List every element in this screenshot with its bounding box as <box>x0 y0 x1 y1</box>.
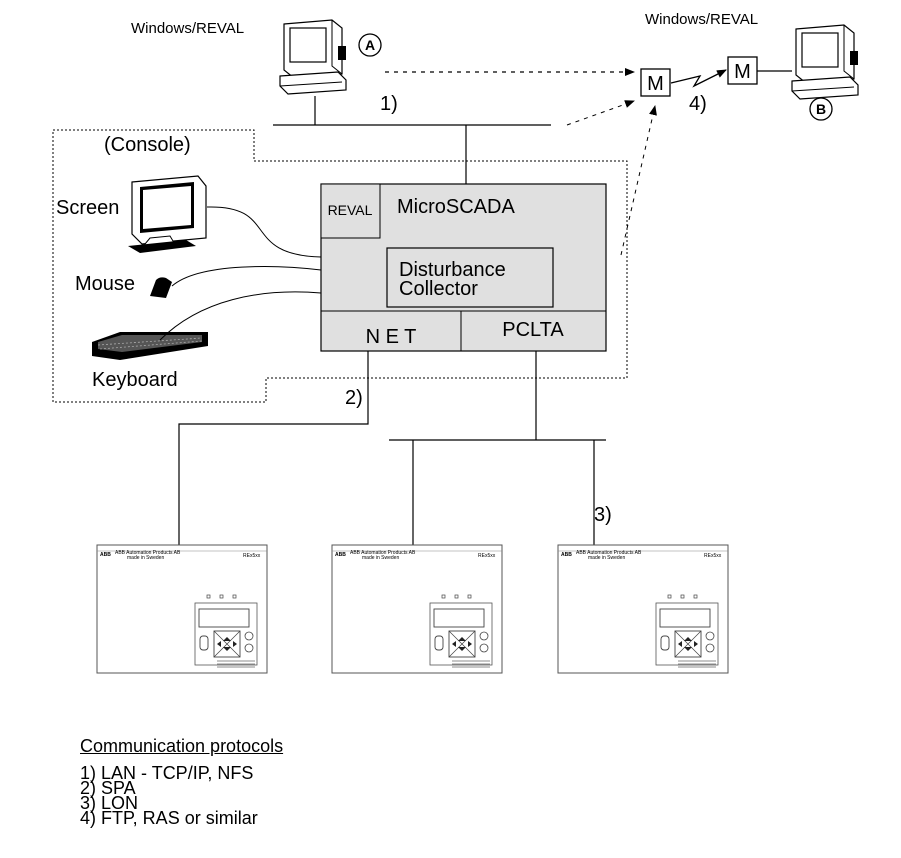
marker-a-label: A <box>365 37 375 53</box>
protection-terminal-3: ABB ABB Automation Products AB made in S… <box>557 544 729 674</box>
terminal-1-model: REx5xx <box>243 553 261 559</box>
terminal-2-model: REx5xx <box>478 553 496 559</box>
terminal-3-origin: made in Sweden <box>588 555 625 561</box>
protocol-item-4: 4) FTP, RAS or similar <box>80 808 258 828</box>
mouse-icon <box>150 277 172 298</box>
console-area: (Console) <box>52 129 628 403</box>
protocol-item-1: 1) LAN - TCP/IP, NFS <box>80 763 254 783</box>
lan-network: 1) <box>273 93 551 184</box>
keyboard-icon <box>92 332 208 360</box>
protocols-title: Communication protocols <box>80 736 284 756</box>
disturbance-collector-box <box>386 247 554 308</box>
modem-local-label: M <box>647 73 664 95</box>
remote-links <box>385 68 657 256</box>
workstation-a-label: Windows/REVAL <box>131 20 244 37</box>
terminal-2-vendor: ABB Automation Products AB <box>350 550 416 556</box>
mouse-device: Mouse <box>75 273 172 298</box>
workstation-b: Windows/REVAL B <box>645 11 859 121</box>
phone-link <box>670 69 727 88</box>
terminal-3-model: REx5xx <box>704 553 722 559</box>
workstation-a-computer-icon <box>279 19 347 95</box>
reval-module-label: REVAL <box>328 202 373 218</box>
protection-terminal-2: ABB ABB Automation Products AB made in S… <box>331 544 503 674</box>
protection-terminal-1: ABB ABB Automation Products AB made in S… <box>96 544 268 674</box>
link-label-3: 3) <box>594 504 612 526</box>
workstation-b-computer-icon <box>791 24 859 100</box>
terminal-2-brand: ABB <box>335 552 346 558</box>
microscada-title: MicroSCADA <box>397 196 515 218</box>
terminal-2-origin: made in Sweden <box>362 555 399 561</box>
marker-b-label: B <box>816 101 826 117</box>
console-label: (Console) <box>104 134 191 156</box>
mouse-label: Mouse <box>75 273 135 295</box>
screen-device: Screen <box>56 175 207 253</box>
workstation-b-label: Windows/REVAL <box>645 11 758 28</box>
link-label-1: 1) <box>380 93 398 115</box>
protocol-item-2: 2) SPA <box>80 778 136 798</box>
terminal-1-vendor: ABB Automation Products AB <box>115 550 181 556</box>
workstation-a: Windows/REVAL A <box>131 19 382 95</box>
marker-b-circle <box>809 97 833 121</box>
marker-a-circle <box>358 33 382 57</box>
screen-monitor-icon <box>128 175 207 253</box>
terminal-3-brand: ABB <box>561 552 572 558</box>
keyboard-label: Keyboard <box>92 369 178 391</box>
modem-local: M <box>640 68 671 97</box>
peripheral-cables <box>159 206 322 341</box>
modem-remote: M <box>727 56 758 85</box>
link-label-4: 4) <box>689 93 707 115</box>
terminal-1-brand: ABB <box>100 552 111 558</box>
terminal-1-origin: made in Sweden <box>127 555 164 561</box>
spa-link <box>178 351 369 545</box>
lon-bus <box>389 351 606 545</box>
link-label-2: 2) <box>345 387 363 409</box>
collector-line-2: Collector <box>399 278 478 300</box>
keyboard-device: Keyboard <box>92 332 208 391</box>
protocols-legend: Communication protocols 1) LAN - TCP/IP,… <box>80 736 284 828</box>
pclta-port-label: PCLTA <box>502 319 564 341</box>
protocol-item-3: 3) LON <box>80 793 139 813</box>
screen-label: Screen <box>56 197 119 219</box>
net-port-label: N E T <box>366 326 417 348</box>
modem-remote-label: M <box>734 61 751 83</box>
terminal-3-vendor: ABB Automation Products AB <box>576 550 642 556</box>
collector-line-1: Disturbance <box>399 259 506 281</box>
microscada-server: REVAL MicroSCADA Disturbance Collector N… <box>320 183 607 352</box>
